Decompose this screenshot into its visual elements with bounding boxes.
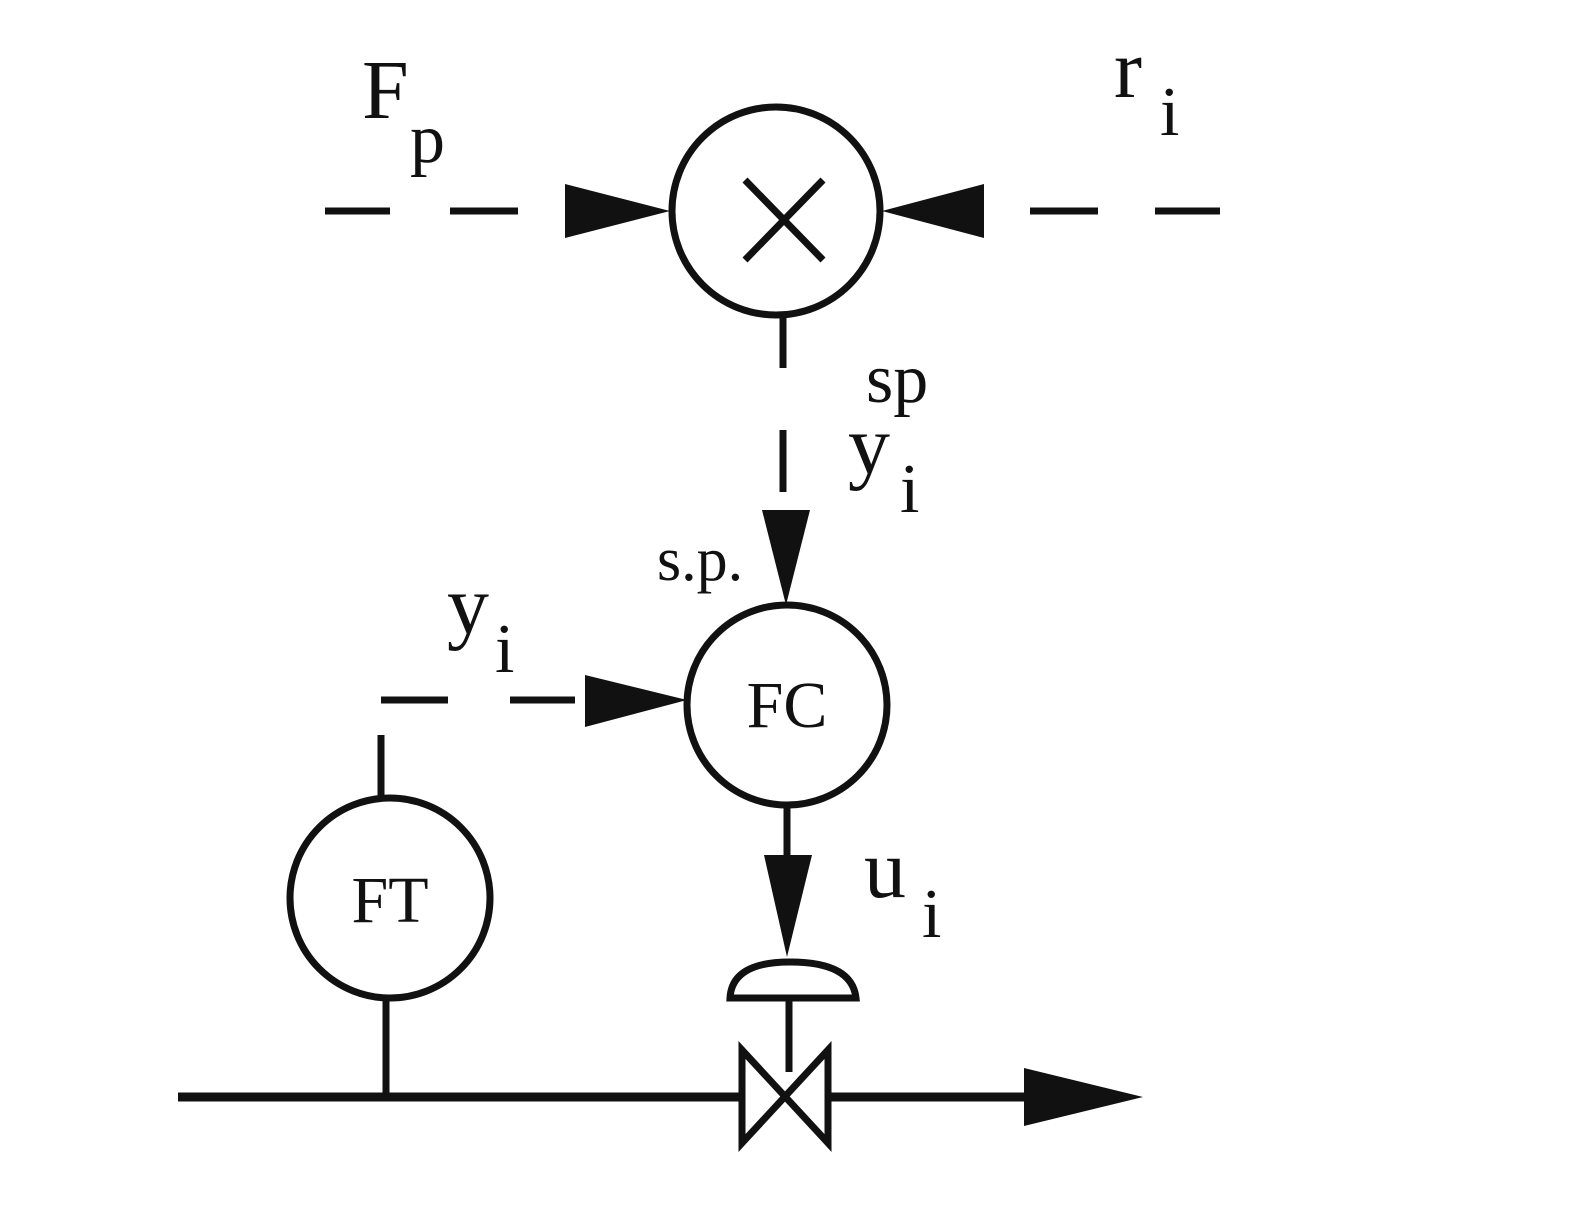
setpoint-signal-line <box>762 315 810 605</box>
flow-direction-arrow-icon <box>1024 1068 1143 1126</box>
controller-output-line <box>764 805 812 957</box>
controller-output-arrowhead <box>764 855 812 957</box>
ri-label-subscript: i <box>1160 74 1179 151</box>
setpoint-arrowhead <box>762 510 810 605</box>
controller-output-label-subscript: i <box>922 876 941 953</box>
setpoint-label-subscript: i <box>900 451 919 528</box>
ri-input-line <box>882 184 1220 238</box>
flow-transmitter-circle <box>286 794 494 1002</box>
valve-body-icon <box>738 1041 832 1152</box>
measurement-signal-line <box>377 675 687 800</box>
control-valve <box>726 958 860 1152</box>
setpoint-label: y <box>848 399 890 492</box>
fp-label: F <box>362 44 409 137</box>
measurement-label: y <box>447 559 489 652</box>
process-pipe <box>178 1068 1143 1126</box>
measurement-label-subscript: i <box>495 611 514 688</box>
fp-input-line <box>325 184 670 238</box>
ri-label: r <box>1114 23 1142 116</box>
flow-transmitter: FT <box>286 794 494 1095</box>
flow-transmitter-label: FT <box>351 864 428 937</box>
valve-actuator-icon <box>726 958 860 1002</box>
fp-arrowhead <box>565 184 670 238</box>
fp-label-subscript: p <box>410 101 445 178</box>
setpoint-label-superscript: sp <box>866 341 928 418</box>
multiplier-block <box>668 103 884 319</box>
flow-controller-label: FC <box>747 669 828 742</box>
controller-output-label: u <box>864 823 906 916</box>
flow-controller: FC <box>683 601 891 809</box>
multiplier-circle <box>668 103 884 319</box>
multiply-icon-stroke <box>742 177 826 263</box>
measurement-arrowhead <box>585 675 687 727</box>
setpoint-port-label: s.p. <box>657 526 743 594</box>
ri-arrowhead <box>882 184 984 238</box>
